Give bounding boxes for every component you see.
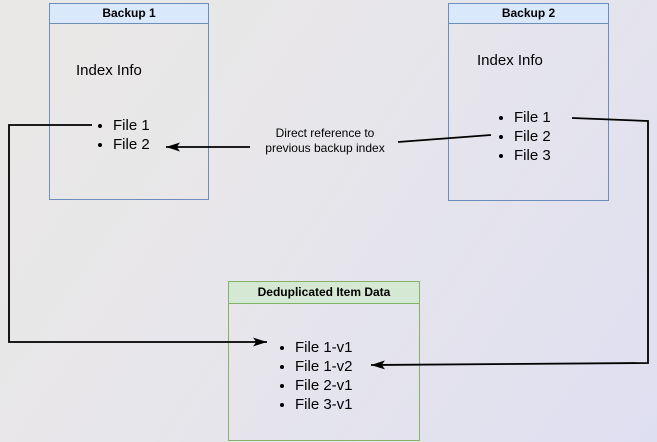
file-item: File 1-v1 xyxy=(295,338,353,357)
backup2-file-list: File 1 File 2 File 3 xyxy=(449,108,551,165)
file-item: File 3 xyxy=(514,146,551,165)
backup2-index-info-label: Index Info xyxy=(477,52,543,69)
file-item: File 2-v1 xyxy=(295,376,353,395)
backup1-box: Backup 1 Index Info File 1 File 2 xyxy=(49,3,209,200)
file-item: File 1-v2 xyxy=(295,357,353,376)
file-item: File 2 xyxy=(514,127,551,146)
file-item: File 2 xyxy=(113,135,150,154)
file-item: File 1 xyxy=(113,116,150,135)
file-item: File 3-v1 xyxy=(295,395,353,414)
backup2-box: Backup 2 Index Info File 1 File 2 File 3 xyxy=(448,3,609,201)
dedup-file-list: File 1-v1 File 1-v2 File 2-v1 File 3-v1 xyxy=(229,338,353,414)
dedup-title: Deduplicated Item Data xyxy=(229,282,419,304)
backup1-title: Backup 1 xyxy=(50,4,208,24)
backup2-title: Backup 2 xyxy=(449,4,608,24)
file-item: File 1 xyxy=(514,108,551,127)
backup1-file-list: File 1 File 2 xyxy=(50,116,150,154)
direct-reference-annotation: Direct reference to previous backup inde… xyxy=(265,126,385,155)
dedup-box: Deduplicated Item Data File 1-v1 File 1-… xyxy=(228,281,420,441)
backup1-index-info-label: Index Info xyxy=(76,62,142,79)
